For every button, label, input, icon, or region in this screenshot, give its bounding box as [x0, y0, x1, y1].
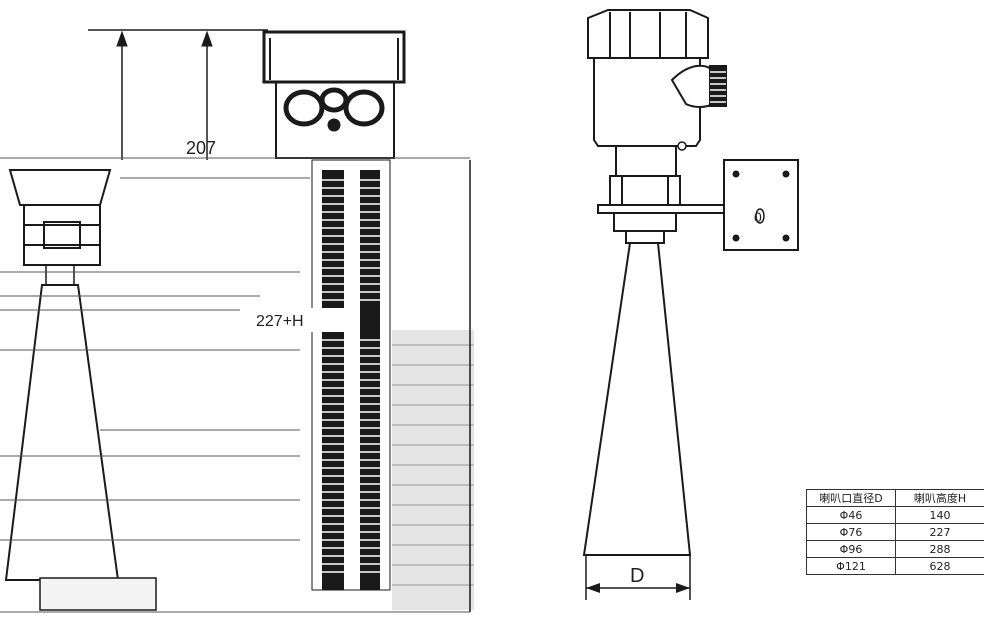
hatched-panel — [392, 330, 474, 610]
housing-head-box — [262, 30, 406, 84]
left-device-nut — [23, 204, 101, 266]
cell-diameter: Φ46 — [806, 506, 896, 524]
left-base-block — [39, 577, 157, 611]
dimension-label-mid: 227+H — [256, 313, 304, 330]
dimension-label-top: 207 — [186, 138, 216, 158]
threaded-rod-outline — [311, 159, 391, 591]
cell-height: 628 — [895, 557, 984, 575]
table-header-row: 喇叭口直径D 喇叭高度H — [806, 489, 984, 507]
cell-diameter: Φ121 — [806, 557, 896, 575]
table-row: Φ121 628 — [806, 557, 984, 575]
left-device-neck — [45, 264, 75, 286]
right-device-drawing — [582, 9, 799, 600]
cell-height: 140 — [895, 506, 984, 524]
housing-cap — [587, 9, 709, 59]
left-side-drawing — [0, 29, 474, 613]
horn-cone-right — [582, 242, 692, 556]
table-row: Φ76 227 — [806, 523, 984, 541]
cable-gland-right — [343, 89, 385, 127]
hatched-panel-lines — [392, 344, 474, 586]
flange-nut — [609, 175, 681, 207]
arrowhead-right — [201, 30, 213, 47]
thread-stripes — [322, 179, 380, 573]
column-header-diameter: 喇叭口直径D — [806, 489, 896, 507]
thread-ring — [613, 212, 677, 232]
cell-height: 227 — [895, 523, 984, 541]
cell-diameter: Φ76 — [806, 523, 896, 541]
horn-spec-table: 喇叭口直径D 喇叭高度H Φ46 140 Φ76 227 Φ96 288 Φ12… — [806, 489, 984, 575]
horn-collar — [625, 230, 665, 244]
column-header-height: 喇叭高度H — [895, 489, 984, 507]
cell-diameter: Φ96 — [806, 540, 896, 558]
cell-height: 288 — [895, 540, 984, 558]
cable-gland-center — [319, 87, 349, 113]
left-horn-cone — [4, 284, 120, 581]
neck-right — [615, 145, 677, 177]
table-row: Φ46 140 — [806, 506, 984, 524]
bracket-symbol: 0 — [754, 209, 762, 225]
left-device-cap — [8, 169, 112, 206]
cable-gland-left — [283, 89, 325, 127]
arrowhead-left — [116, 30, 128, 47]
table-row: Φ96 288 — [806, 540, 984, 558]
diameter-label-d: D — [630, 565, 644, 587]
scan-artifacts — [0, 157, 470, 613]
